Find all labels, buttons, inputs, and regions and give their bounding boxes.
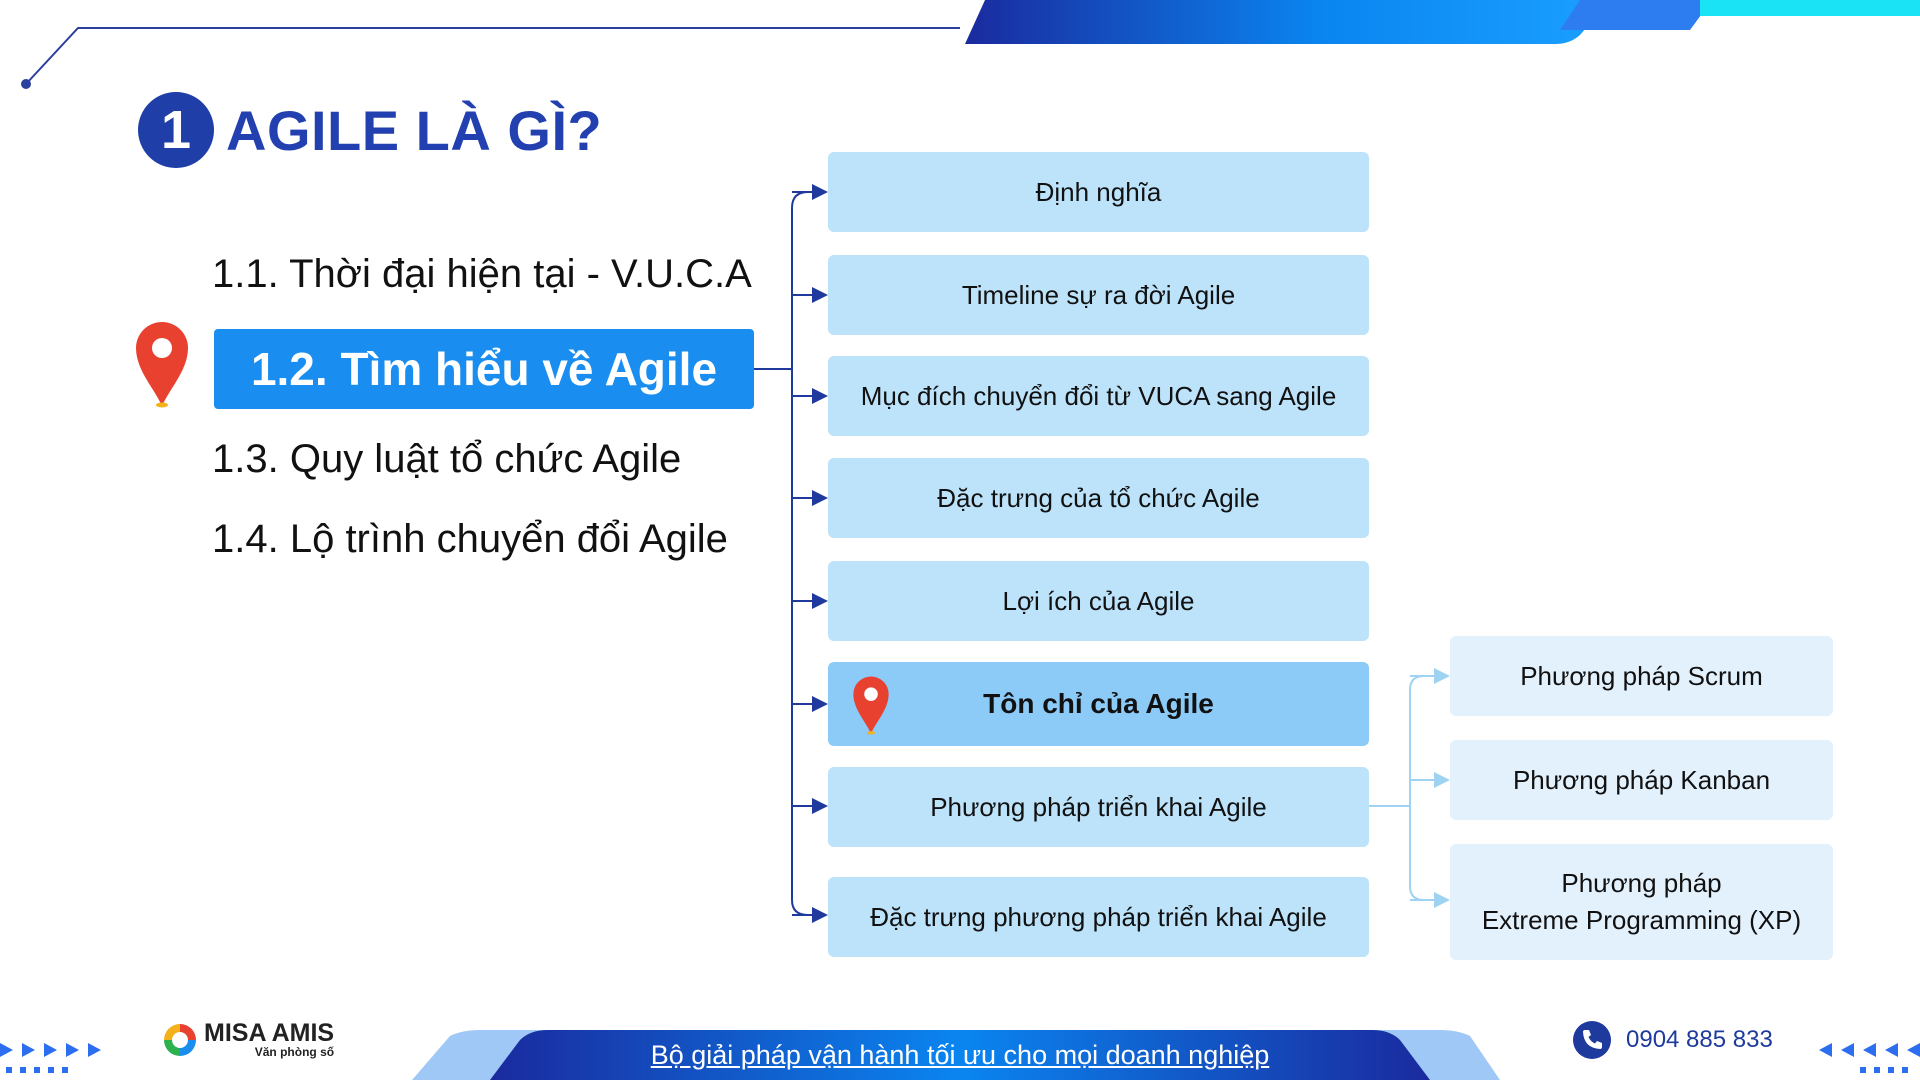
menu-item-lo-trinh[interactable]: 1.4. Lộ trình chuyển đổi Agile [212,517,728,561]
topic-dac-trung-phuong-phap[interactable]: Đặc trưng phương pháp triển khai Agile [828,877,1369,957]
phone-contact[interactable]: 0904 885 833 [1572,1020,1773,1060]
top-decoration [21,0,1920,89]
topic-phuong-phap-trien-khai[interactable]: Phương pháp triển khai Agile [828,767,1369,847]
topic-muc-dich[interactable]: Mục đích chuyển đổi từ VUCA sang Agile [828,356,1369,436]
brand-name: MISA AMIS [204,1019,335,1047]
topic-dac-trung-to-chuc[interactable]: Đặc trưng của tổ chức Agile [828,458,1369,538]
footer-decoration [0,1030,1920,1080]
phone-number: 0904 885 833 [1626,1026,1773,1053]
subtopic-xp-line2: Extreme Programming (XP) [1481,905,1802,935]
brand-subtitle: Văn phòng số [254,1045,335,1059]
subtopic-xp-line1: Phương pháp [1561,868,1722,898]
menu-item-tim-hieu-agile[interactable]: 1.2. Tìm hiểu về Agile [214,329,754,409]
location-pin-icon [853,676,889,735]
topic-dinh-nghia[interactable]: Định nghĩa [828,152,1369,232]
phone-icon [1573,1021,1611,1059]
misa-logo-icon [164,1024,196,1056]
subtopic-xp[interactable]: Phương pháp Extreme Programming (XP) [1450,844,1833,960]
section-heading: 1 AGILE LÀ GÌ? [138,92,602,168]
subtopic-scrum[interactable]: Phương pháp Scrum [1450,636,1833,716]
topic-loi-ich[interactable]: Lợi ích của Agile [828,561,1369,641]
subtopic-kanban[interactable]: Phương pháp Kanban [1450,740,1833,820]
footer-link[interactable]: Bộ giải pháp vận hành tối ưu cho mọi doa… [650,1040,1270,1070]
section-title: AGILE LÀ GÌ? [226,98,603,162]
brand-logo[interactable]: MISA AMIS Văn phòng số [160,1020,334,1060]
section-number-badge: 1 [138,92,214,168]
location-pin-icon [136,322,188,408]
menu-item-vuca[interactable]: 1.1. Thời đại hiện tại - V.U.C.A [212,252,752,296]
topic-ton-chi-active[interactable]: Tôn chỉ của Agile [828,662,1369,746]
menu-item-quy-luat[interactable]: 1.3. Quy luật tổ chức Agile [212,437,682,481]
topic-timeline[interactable]: Timeline sự ra đời Agile [828,255,1369,335]
